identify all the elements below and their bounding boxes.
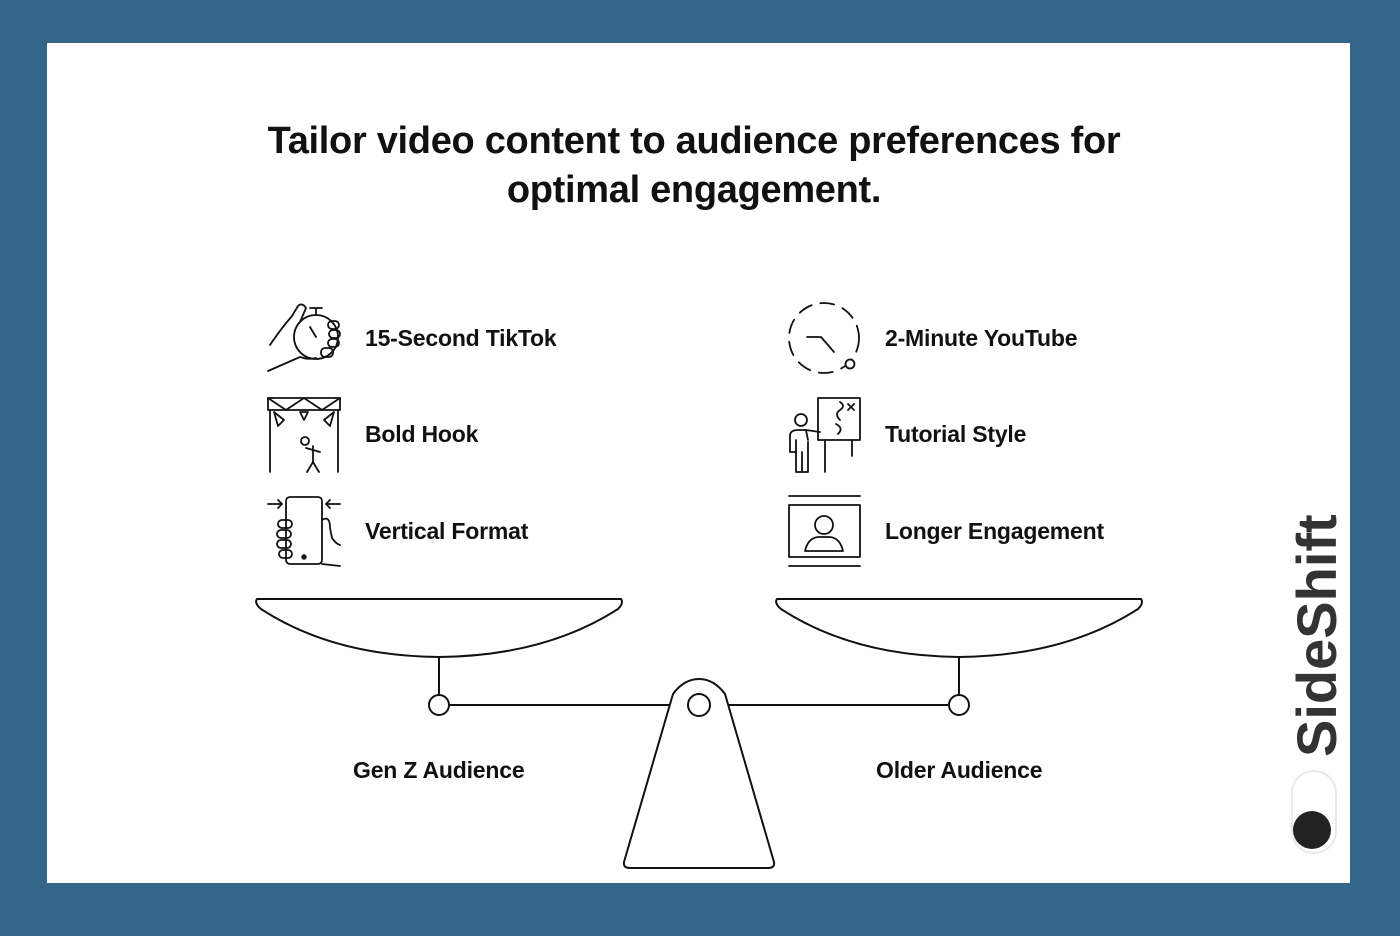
item-bold-hook: Bold Hook (365, 421, 479, 447)
left-scale-pan (255, 598, 623, 658)
title-line-2: optimal engagement. (506, 169, 882, 211)
page-title: Tailor video content to audience prefere… (47, 117, 1350, 215)
stage-spotlight-icon (267, 397, 341, 473)
fulcrum (622, 678, 776, 869)
gen-z-audience-label: Gen Z Audience (353, 757, 525, 783)
right-scale-pan (775, 598, 1143, 658)
sideshift-logo: SideShift (1285, 514, 1348, 757)
older-audience-label: Older Audience (876, 757, 1043, 783)
stopwatch-hand-icon (267, 303, 341, 372)
item-2-minute-youtube: 2-Minute YouTube (885, 325, 1078, 351)
brand-wordmark: SideShift (1285, 514, 1348, 757)
title-line-1: Tailor video content to audience prefere… (267, 120, 1121, 162)
fulcrum-pivot (687, 693, 711, 717)
left-pivot (428, 694, 450, 716)
item-15-second-tiktok: 15-Second TikTok (365, 325, 557, 351)
vertical-phone-icon (267, 496, 341, 567)
right-pivot (948, 694, 970, 716)
item-tutorial-style: Tutorial Style (885, 421, 1027, 447)
dashed-clock-icon (788, 302, 860, 374)
item-vertical-format: Vertical Format (365, 518, 529, 544)
item-longer-engagement: Longer Engagement (885, 518, 1104, 544)
video-frame-person-icon (788, 495, 861, 567)
brand-toggle-icon (1291, 770, 1337, 854)
presenter-board-icon (789, 397, 861, 473)
